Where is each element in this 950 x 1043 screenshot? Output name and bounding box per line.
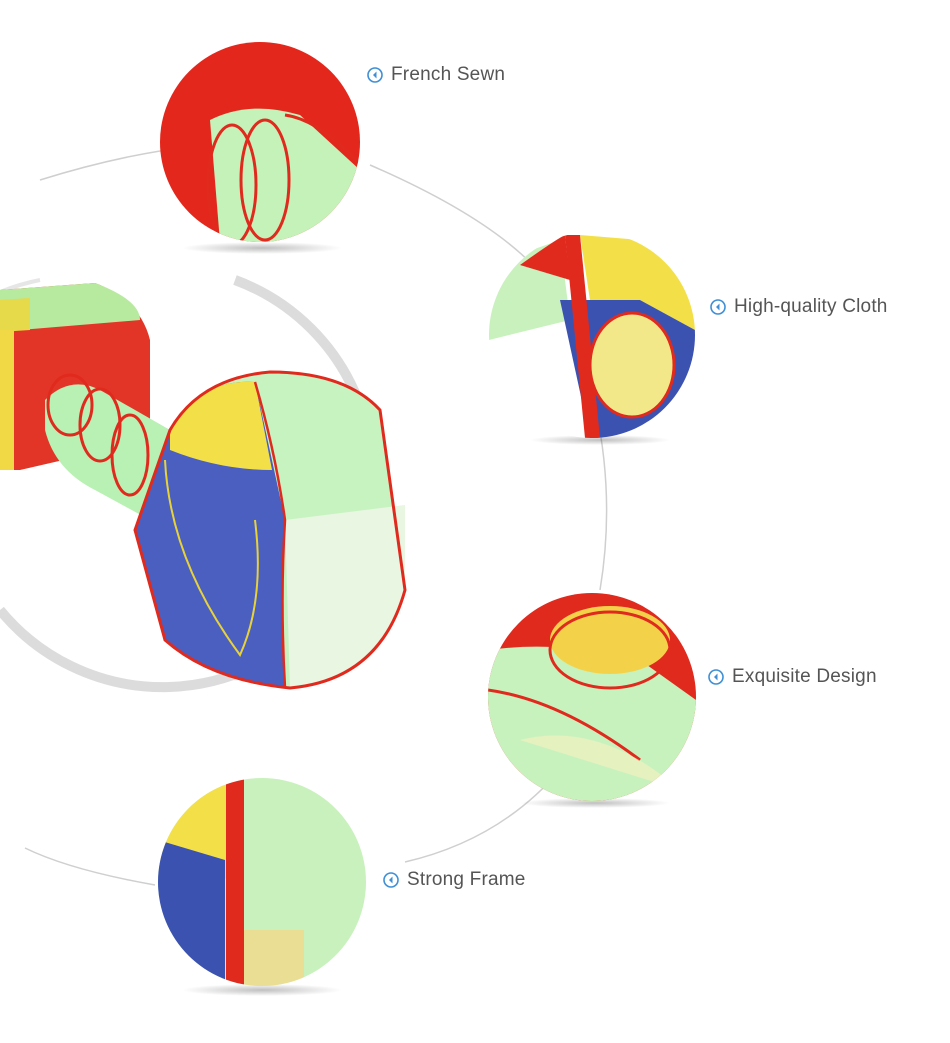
- main-tent-image: [0, 283, 407, 690]
- detail-strong-frame: [158, 778, 366, 986]
- detail-french-sewn: [160, 42, 360, 242]
- feature-label: Strong Frame: [407, 869, 526, 890]
- feature-high-quality-cloth: High-quality Cloth: [710, 296, 888, 318]
- feature-label: French Sewn: [391, 64, 506, 85]
- feature-exquisite-design: Exquisite Design: [708, 666, 877, 688]
- feature-label: Exquisite Design: [732, 666, 877, 687]
- chevron-left-circle-icon: [367, 67, 383, 83]
- feature-strong-frame: Strong Frame: [383, 869, 526, 891]
- detail-exquisite-design: [488, 593, 696, 801]
- detail-high-quality-cloth: [489, 232, 695, 438]
- chevron-left-circle-icon: [710, 299, 726, 315]
- chevron-left-circle-icon: [708, 669, 724, 685]
- feature-label: High-quality Cloth: [734, 296, 888, 317]
- chevron-left-circle-icon: [383, 872, 399, 888]
- feature-french-sewn: French Sewn: [367, 64, 505, 86]
